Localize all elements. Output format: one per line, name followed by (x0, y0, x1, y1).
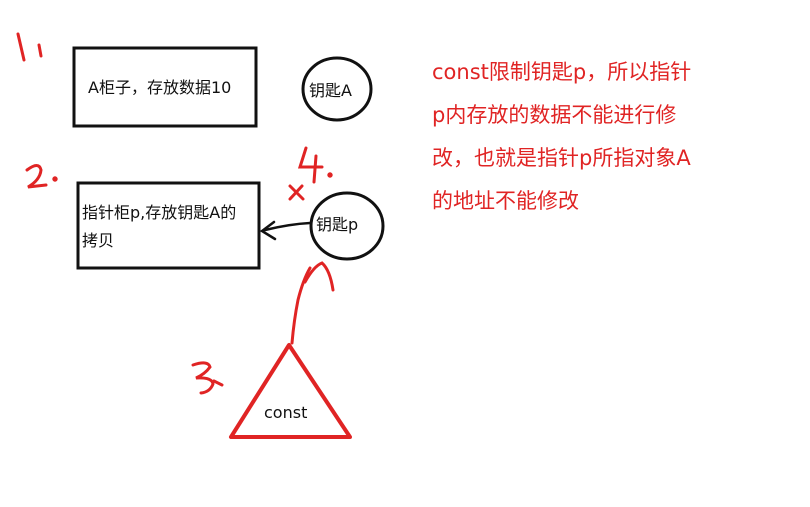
pointer-cabinet-p-line2: 拷贝 (82, 231, 115, 250)
key-a-label: 钥匙A (309, 81, 352, 100)
note-line: p内存放的数据不能进行修 (432, 103, 677, 127)
key-p-circle (309, 191, 385, 261)
step-marker-3 (191, 361, 224, 395)
key-p-to-box-arrow (259, 220, 312, 241)
step-marker-2 (25, 164, 58, 189)
const-to-key-p-arrow (290, 261, 335, 345)
key-p-label: 钥匙p (316, 215, 359, 234)
pointer-cabinet-p-line1: 指针柜p,存放钥匙A的 (82, 203, 237, 222)
note-line: 的地址不能修改 (432, 189, 579, 213)
const-triangle (229, 343, 352, 439)
pointer-cabinet-p-box (76, 181, 261, 270)
const-label: const (264, 403, 308, 422)
pointer-cabinet-p-label: 指针柜p,存放钥匙A的 拷贝 (82, 199, 236, 255)
key-a-circle (301, 56, 373, 122)
step-marker-4 (297, 146, 333, 184)
const-explanation-note: const限制钥匙p，所以指针 p内存放的数据不能进行修 改，也就是指针p所指对… (432, 51, 691, 223)
note-line: 改，也就是指针p所指对象A (432, 146, 691, 170)
cabinet-a-label: A柜子，存放数据10 (88, 78, 232, 97)
note-line: const限制钥匙p，所以指针 (432, 60, 692, 84)
cross-mark (288, 184, 305, 201)
cabinet-a-box (72, 46, 258, 128)
step-marker-1 (16, 32, 43, 62)
